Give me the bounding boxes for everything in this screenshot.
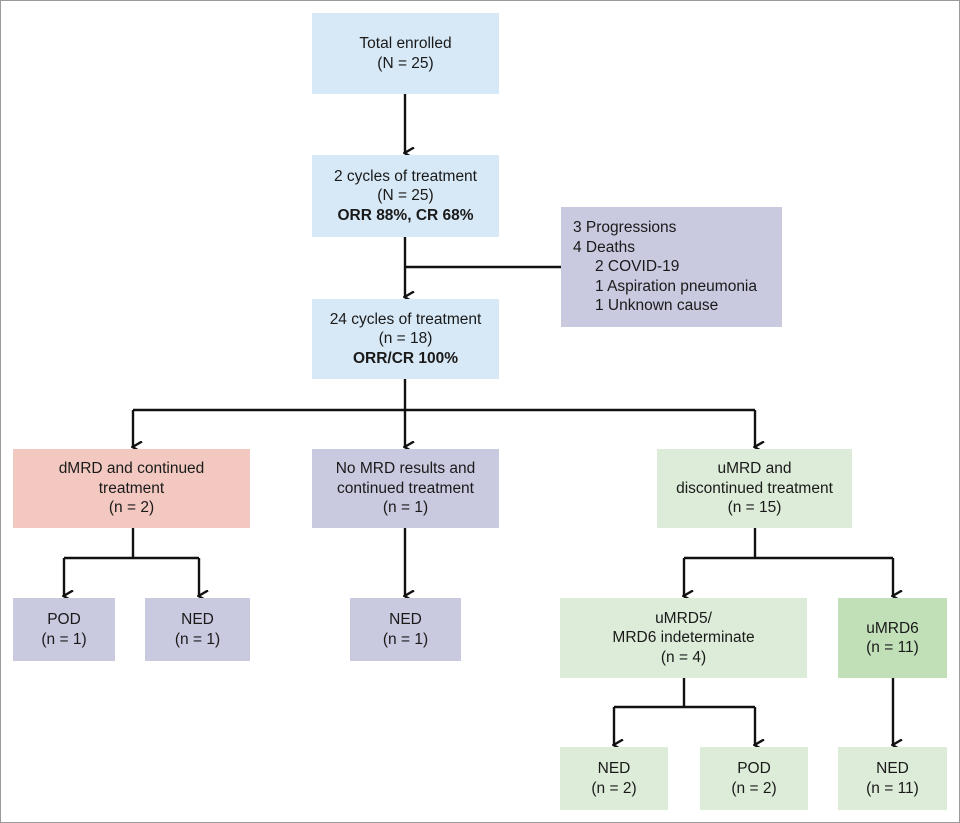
node-text: (n = 11) — [866, 779, 919, 797]
node-text: 24 cycles of treatment — [329, 310, 482, 328]
node-text: discontinued treatment — [676, 479, 833, 497]
node-events: 3 Progressions 4 Deaths 2 COVID-19 1 Asp… — [561, 207, 782, 327]
node-umrd5: uMRD5/ MRD6 indeterminate (n = 4) — [560, 598, 807, 678]
node-text: uMRD5/ — [655, 609, 712, 627]
node-text: MRD6 indeterminate — [612, 629, 755, 647]
node-text: NED — [181, 611, 214, 628]
node-no-mrd: No MRD results and continued treatment (… — [312, 449, 499, 528]
node-text: NED — [389, 611, 422, 628]
node-text: NED — [876, 760, 909, 777]
node-text: (n = 4) — [660, 648, 707, 666]
node-text: POD — [47, 611, 81, 628]
node-total-enrolled: Total enrolled (N = 25) — [312, 13, 499, 94]
node-umrd6-ned: NED (n = 11) — [838, 747, 947, 810]
node-2-cycles: 2 cycles of treatment (N = 25) ORR 88%, … — [312, 155, 499, 237]
node-text: (n = 1) — [382, 630, 429, 648]
node-result: ORR/CR 100% — [352, 349, 459, 367]
node-text: continued treatment — [336, 479, 474, 497]
node-text: (n = 18) — [378, 330, 433, 348]
node-text: (n = 11) — [866, 639, 919, 656]
events-deaths: 4 Deaths — [573, 238, 636, 256]
death-cause: 1 Aspiration pneumonia — [595, 277, 758, 295]
node-umrd: uMRD and discontinued treatment (n = 15) — [657, 449, 852, 528]
node-text: POD — [737, 760, 771, 777]
node-umrd5-ned: NED (n = 2) — [560, 747, 668, 810]
node-text: (n = 1) — [174, 630, 221, 648]
node-umrd6: uMRD6 (n = 11) — [838, 598, 947, 678]
death-cause: 2 COVID-19 — [595, 258, 680, 275]
node-text: (n = 2) — [731, 779, 777, 797]
node-text: treatment — [98, 479, 165, 497]
node-text: No MRD results and — [335, 460, 476, 478]
node-text: uMRD and — [717, 460, 792, 478]
node-text: (n = 1) — [41, 630, 87, 648]
node-text: (n = 1) — [382, 499, 429, 517]
node-result: ORR 88%, CR 68% — [337, 206, 474, 224]
events-progressions: 3 Progressions — [573, 219, 677, 236]
node-nomrd-ned: NED (n = 1) — [350, 598, 461, 661]
node-24-cycles: 24 cycles of treatment (n = 18) ORR/CR 1… — [312, 299, 499, 379]
node-text: (N = 25) — [377, 54, 434, 72]
node-text: (N = 25) — [377, 187, 434, 205]
node-text: 2 cycles of treatment — [333, 167, 477, 185]
node-dmrd-ned: NED (n = 1) — [145, 598, 250, 661]
node-text: uMRD6 — [866, 619, 919, 637]
node-dmrd-pod: POD (n = 1) — [13, 598, 115, 661]
node-text: NED — [597, 760, 631, 777]
node-text: (n = 2) — [108, 499, 155, 517]
node-umrd5-pod: POD (n = 2) — [700, 747, 808, 810]
death-cause: 1 Unknown cause — [595, 297, 719, 314]
node-text: (n = 2) — [591, 779, 637, 797]
node-text: Total enrolled — [359, 35, 452, 52]
node-dmrd: dMRD and continued treatment (n = 2) — [13, 449, 250, 528]
node-text: dMRD and continued — [58, 460, 205, 478]
node-text: (n = 15) — [727, 499, 782, 517]
